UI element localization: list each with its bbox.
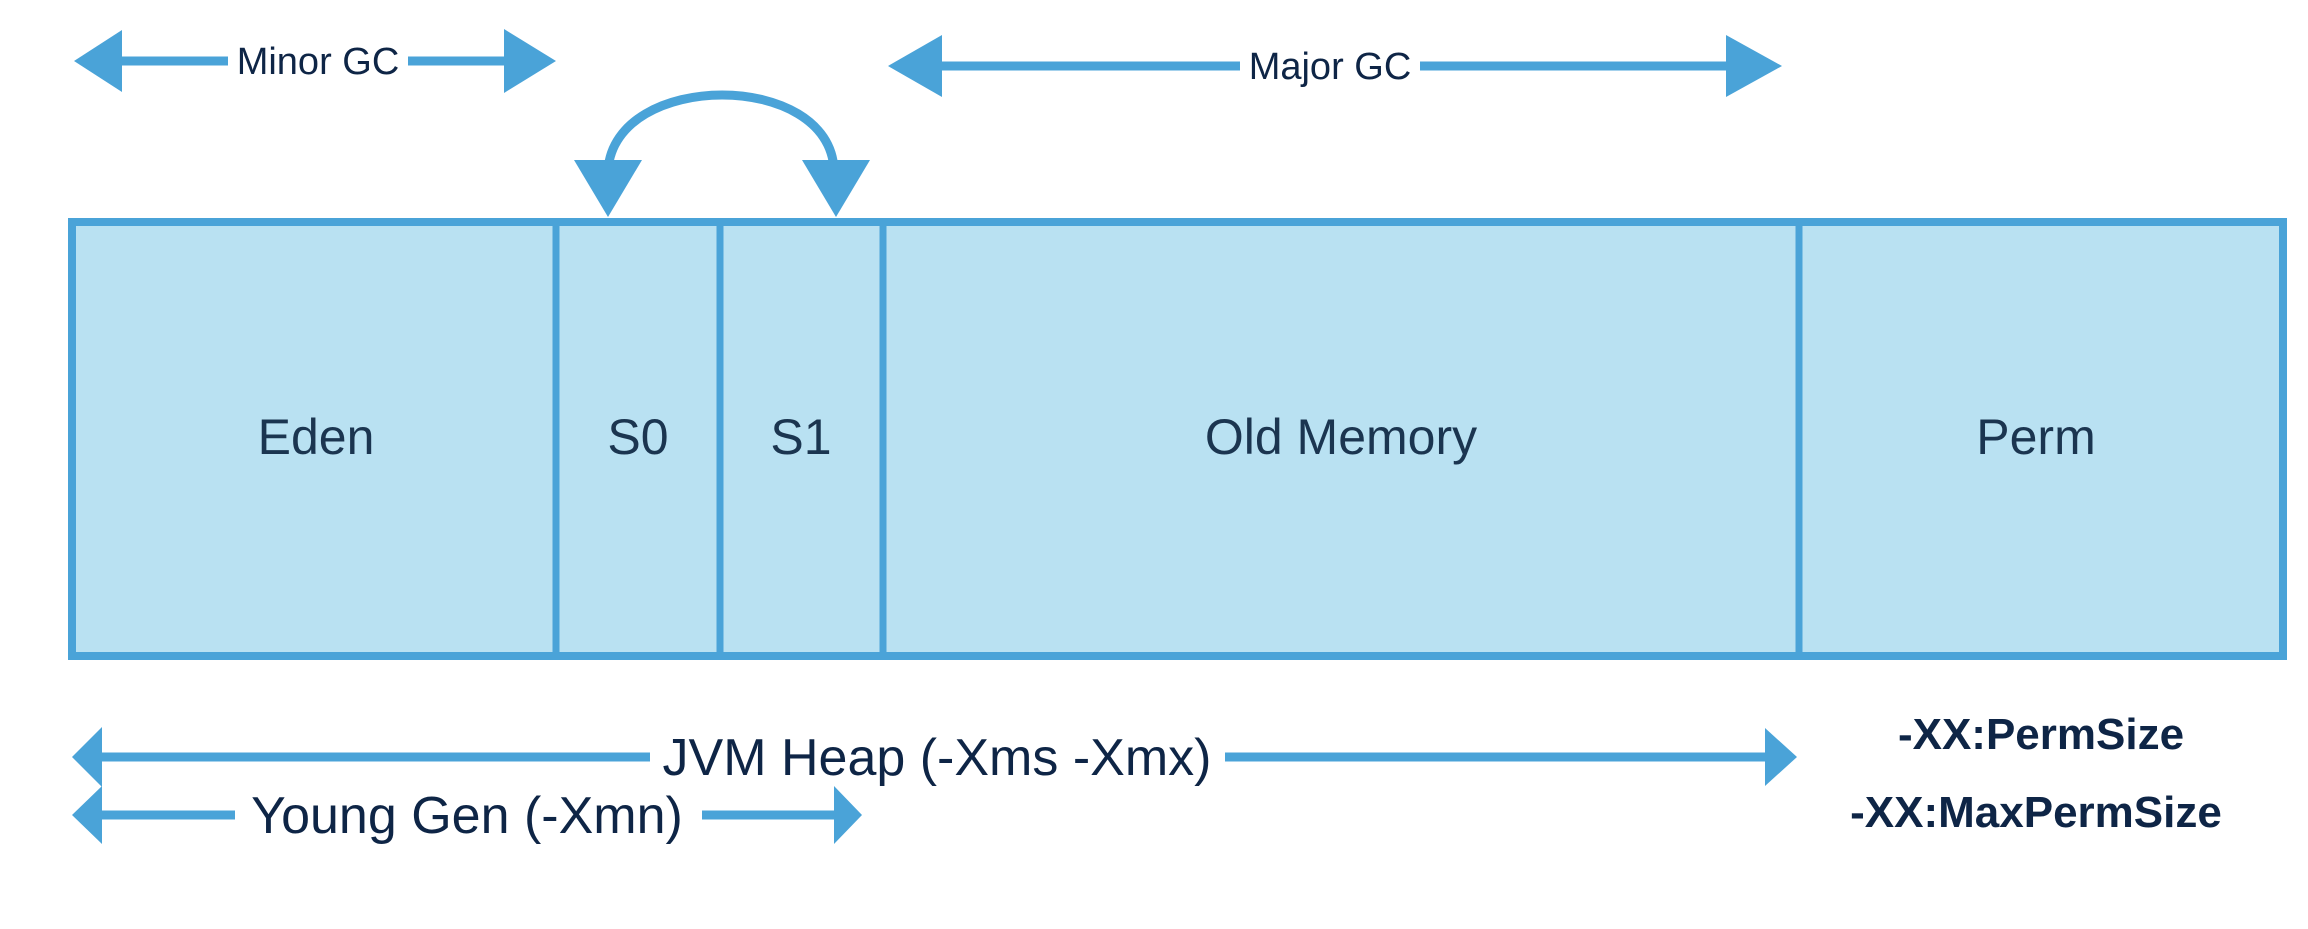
region-s0 — [556, 222, 720, 656]
young-gen-label: Young Gen (-Xmn) — [251, 787, 683, 845]
perm-flags: -XX:PermSize -XX:MaxPermSize — [1850, 710, 2222, 837]
region-label-eden: Eden — [258, 409, 375, 465]
region-old-memory — [883, 222, 1799, 656]
region-label-perm: Perm — [1976, 409, 2095, 465]
major-gc-left-arrowhead-icon — [888, 35, 942, 97]
jvm-heap-right-arrowhead-icon — [1765, 728, 1797, 786]
minor-gc-label: Minor GC — [237, 41, 400, 83]
minor-gc-right-arrowhead-icon — [504, 29, 556, 93]
young-gen-left-arrowhead-icon — [72, 786, 102, 844]
perm-size-flag: -XX:PermSize — [1898, 710, 2184, 759]
young-gen-arrow: Young Gen (-Xmn) — [72, 786, 862, 845]
major-gc-label: Major GC — [1249, 46, 1412, 88]
survivor-swap-arrow — [574, 90, 870, 217]
major-gc-arrow: Major GC — [888, 35, 1782, 97]
survivor-swap-left-arrowhead-icon — [574, 160, 642, 217]
max-perm-size-flag: -XX:MaxPermSize — [1850, 788, 2222, 837]
region-s1 — [720, 222, 883, 656]
major-gc-right-arrowhead-icon — [1726, 35, 1782, 97]
young-gen-right-arrowhead-icon — [834, 786, 862, 844]
region-eden — [72, 222, 556, 656]
heap-box-outline — [68, 218, 2287, 660]
survivor-swap-right-arrowhead-icon — [802, 160, 870, 217]
minor-gc-arrow: Minor GC — [74, 29, 556, 93]
minor-gc-left-arrowhead-icon — [74, 30, 122, 92]
jvm-heap-arrow: JVM Heap (-Xms -Xmx) — [72, 727, 1797, 787]
heap-box: Eden S0 S1 Old Memory Perm — [68, 218, 2287, 660]
survivor-swap-arc — [603, 90, 839, 171]
region-perm — [1799, 222, 2283, 656]
region-label-s1: S1 — [770, 409, 831, 465]
jvm-heap-label: JVM Heap (-Xms -Xmx) — [663, 729, 1212, 787]
region-label-s0: S0 — [607, 409, 668, 465]
jvm-heap-left-arrowhead-icon — [72, 727, 102, 787]
region-label-old-memory: Old Memory — [1205, 409, 1477, 465]
